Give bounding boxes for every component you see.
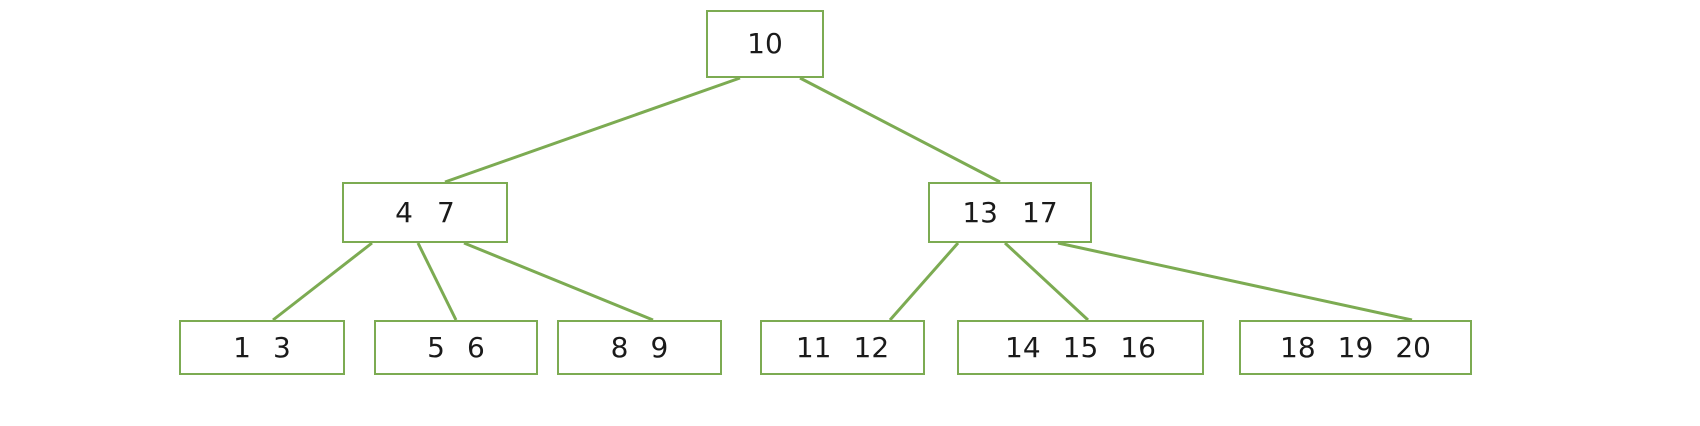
node-key: 20: [1395, 330, 1431, 364]
node-key: 18: [1280, 330, 1316, 364]
tree-edge-internal-right-to-leaf-5: [1003, 241, 1090, 322]
node-key: 7: [437, 195, 455, 229]
node-key: 11: [795, 330, 832, 364]
node-key: 4: [395, 195, 413, 229]
tree-node-leaf-5[interactable]: 14 15 16: [957, 320, 1204, 375]
tree-edge-root-to-internal-left: [444, 76, 741, 184]
node-key: 1: [233, 330, 251, 364]
node-key: 16: [1120, 330, 1156, 364]
tree-node-internal-right[interactable]: 13 17: [928, 182, 1092, 243]
tree-node-leaf-6[interactable]: 18 19 20: [1239, 320, 1472, 375]
tree-node-root[interactable]: 10: [706, 10, 824, 78]
tree-edge-internal-right-to-leaf-4: [888, 242, 960, 321]
tree-edge-internal-right-to-leaf-6: [1057, 241, 1413, 322]
node-key: 6: [467, 330, 485, 364]
node-key: 13: [962, 195, 998, 229]
node-keys: 10: [743, 30, 787, 58]
node-keys: 11 12: [785, 330, 900, 364]
node-key: 9: [650, 330, 669, 364]
node-key: 19: [1337, 330, 1374, 364]
node-key: 14: [1005, 330, 1041, 364]
node-key: 3: [273, 330, 291, 364]
node-key: 8: [610, 330, 629, 364]
tree-edge-internal-left-to-leaf-3: [463, 241, 654, 322]
node-keys: 14 15 16: [994, 330, 1167, 364]
tree-edge-root-to-internal-right: [799, 76, 1001, 184]
node-keys: 18 19 20: [1269, 330, 1442, 364]
node-key: 15: [1062, 330, 1099, 364]
node-key: 12: [853, 330, 890, 364]
tree-node-leaf-4[interactable]: 11 12: [760, 320, 925, 375]
node-keys: 13 17: [950, 195, 1069, 229]
tree-edge-internal-left-to-leaf-1: [272, 241, 373, 322]
node-key: 10: [747, 27, 783, 60]
node-key: 17: [1022, 195, 1058, 229]
tree-edge-internal-left-to-leaf-2: [416, 242, 458, 321]
node-key: 5: [427, 330, 445, 364]
